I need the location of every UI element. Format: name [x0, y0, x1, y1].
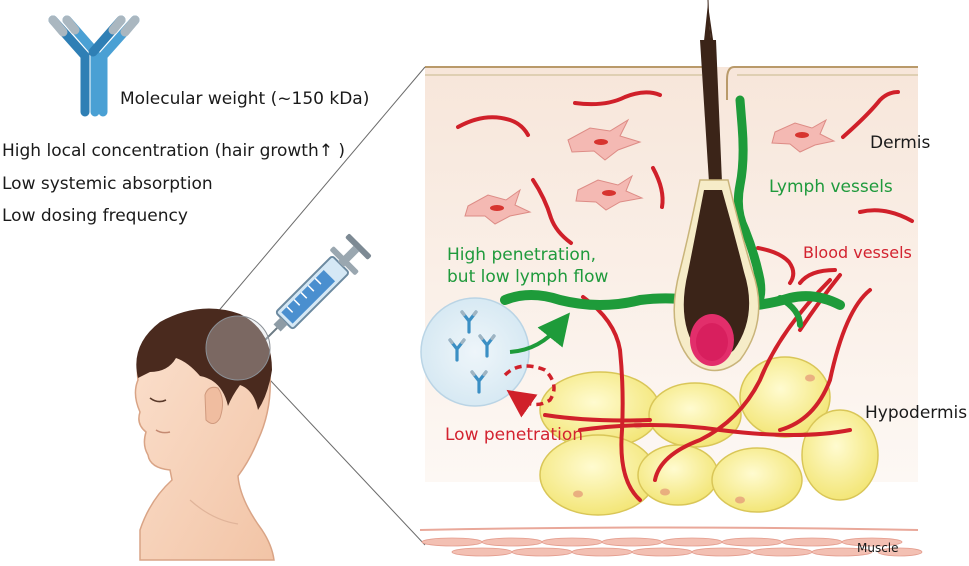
arrow-blood [503, 364, 556, 418]
muscle-layer [419, 526, 923, 557]
muscle-label: Muscle [857, 541, 899, 555]
hair-follicle-icon [673, 0, 760, 372]
arrow-lymph [509, 312, 570, 354]
property-high-concentration: High local concentration (hair growth↑ ) [2, 141, 346, 161]
property-low-dosing: Low dosing frequency [2, 206, 188, 226]
blood-vessels [456, 90, 914, 502]
head-icon [134, 308, 275, 561]
zoom-line-bottom [269, 379, 426, 546]
syringe-icon [263, 234, 371, 342]
low-penetration-label: Low penetration [445, 425, 584, 445]
high-penetration-label-line1: High penetration, [447, 245, 596, 265]
dermis-label: Dermis [870, 133, 931, 153]
molecular-weight-label: Molecular weight (~150 kDa) [120, 89, 370, 109]
property-low-absorption: Low systemic absorption [2, 174, 213, 194]
zoom-line-top [215, 66, 426, 315]
hypodermis-label: Hypodermis [865, 403, 968, 423]
lymph-vessels-label: Lymph vessels [769, 177, 893, 197]
blood-vessels-label: Blood vessels [803, 243, 912, 262]
high-penetration-label-line2: but low lymph flow [447, 267, 609, 287]
antibody-icon [48, 15, 140, 117]
antibody-cluster [420, 297, 530, 407]
